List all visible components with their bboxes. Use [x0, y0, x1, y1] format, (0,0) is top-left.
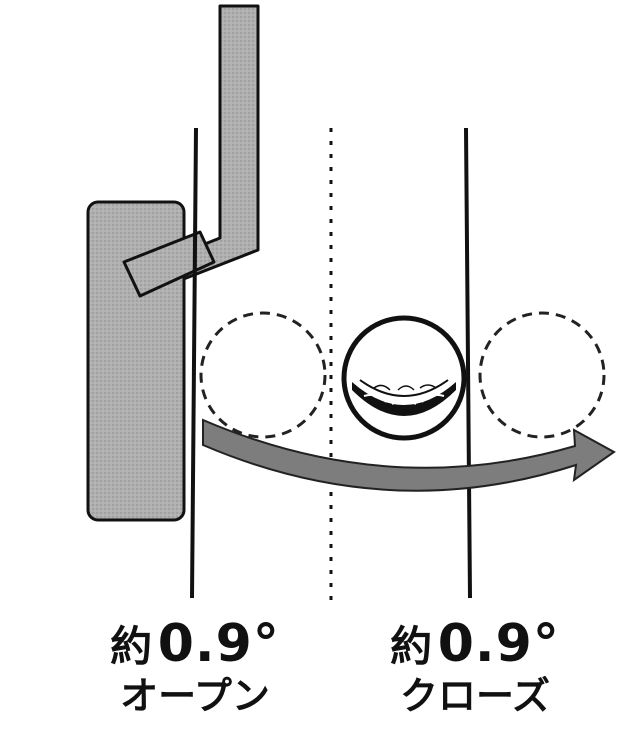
putter-hosel	[122, 230, 216, 298]
open-angle-prefix: 約	[110, 622, 153, 671]
ghost-ball-right	[478, 311, 606, 439]
golf-ball	[341, 315, 467, 441]
open-face-line	[190, 127, 198, 599]
closed-face-line	[464, 127, 472, 599]
closed-angle-value: 0.9°	[437, 614, 560, 674]
closed-angle-label: 約 0.9° クローズ	[370, 618, 580, 720]
open-angle-row: 約 0.9°	[90, 618, 300, 670]
roll-direction-arrow	[202, 418, 616, 492]
open-state-label: オープン	[120, 674, 270, 718]
ghost-ball-left	[199, 311, 327, 439]
closed-state-label: クローズ	[399, 674, 551, 718]
closed-angle-row: 約 0.9°	[370, 618, 580, 670]
closed-angle-prefix: 約	[390, 622, 433, 671]
open-angle-value: 0.9°	[157, 614, 280, 674]
open-angle-label: 約 0.9° オープン	[90, 618, 300, 720]
